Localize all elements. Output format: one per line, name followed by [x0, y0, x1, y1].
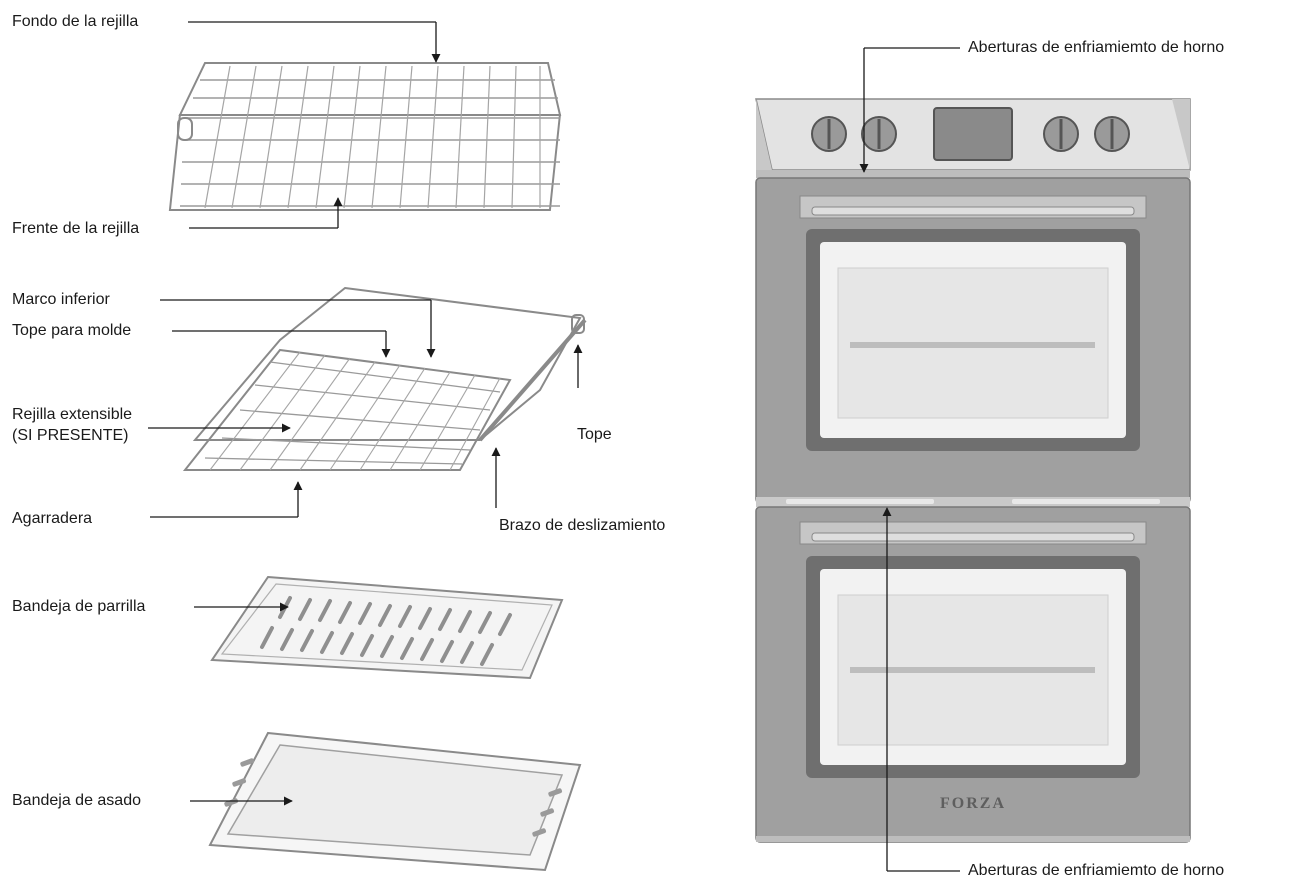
label-stop: Tope — [577, 426, 612, 443]
label-cooling-vents-bottom: Aberturas de enfriamiemto de horno — [968, 862, 1225, 879]
control-display — [933, 107, 1013, 161]
label-lower-frame: Marco inferior — [12, 291, 110, 308]
label-broil-tray: Bandeja de parrilla — [12, 598, 146, 615]
label-pan-stop: Tope para molde — [12, 322, 132, 339]
label-handle: Agarradera — [12, 510, 93, 527]
label-roasting-pan: Bandeja de asado — [12, 792, 141, 809]
label-rack-back: Fondo de la rejilla — [12, 13, 139, 30]
label-cooling-vents-top: Aberturas de enfriamiemto de horno — [968, 39, 1225, 56]
label-rack-front: Frente de la rejilla — [12, 220, 140, 237]
extendable-rack-illustration — [182, 286, 587, 471]
label-slide-arm: Brazo de deslizamiento — [499, 517, 666, 534]
label-extendable-rack: Rejilla extensible — [12, 406, 133, 423]
double-oven-illustration — [755, 98, 1191, 843]
roasting-pan-illustration — [208, 731, 582, 872]
oven-rack-illustration — [168, 62, 562, 211]
broil-tray-illustration — [210, 575, 564, 680]
label-extendable-rack-note: (SI PRESENTE) — [12, 427, 129, 444]
oven-brand-logo: FORZA — [940, 795, 1006, 812]
